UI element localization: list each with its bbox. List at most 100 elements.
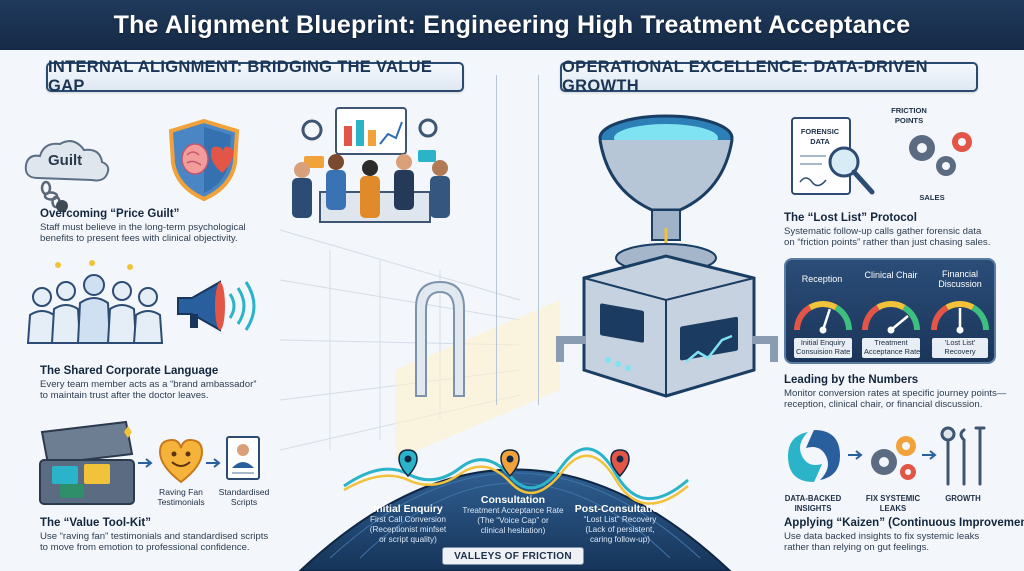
lost-list-line-1: Systematic follow-up calls gather forens… bbox=[784, 226, 982, 237]
data-funnel-machine bbox=[556, 114, 778, 398]
valley-post-consultation-sub-3: caring follow-up) bbox=[589, 535, 651, 544]
sales-label: SALES bbox=[919, 193, 945, 202]
team-meeting-illustration bbox=[292, 107, 450, 223]
gauge-hub bbox=[956, 326, 964, 334]
gears-icon bbox=[909, 132, 972, 176]
lost-list-title: The “Lost List” Protocol bbox=[784, 212, 917, 224]
gauge-dials bbox=[794, 301, 989, 334]
forensic-data-document-icon bbox=[791, 117, 875, 195]
forensic-label-2: DATA bbox=[810, 137, 830, 146]
gauge-arc bbox=[945, 301, 975, 311]
valley-post-consultation-sub-2: (Lack of persistent, bbox=[585, 525, 655, 534]
valley-post-consultation: Post-Consultation “Lost List” Recovery (… bbox=[560, 503, 680, 545]
valley-initial-enquiry-title: Initial Enquiry bbox=[373, 503, 443, 515]
insights-swirl-icon bbox=[788, 430, 840, 482]
internal-alignment-banner: INTERNAL ALIGNMENT: BRIDGING THE VALUE G… bbox=[46, 58, 464, 95]
arrow-right-icon-2 bbox=[206, 458, 221, 468]
gauge-arc bbox=[876, 301, 906, 311]
language-line-2: to maintain trust after the doctor leave… bbox=[40, 390, 209, 401]
header-bar: The Alignment Blueprint: Engineering Hig… bbox=[0, 0, 1024, 50]
dental-tools-icon bbox=[940, 426, 986, 486]
price-guilt-line-2: benefits to present fees with clinical o… bbox=[40, 233, 238, 244]
growth-label: GROWTH bbox=[945, 494, 981, 503]
gauge-reception-head: Reception bbox=[801, 274, 843, 284]
lost-list-line-2: on “friction points” rather than just ch… bbox=[784, 237, 991, 248]
heart-smile-icon bbox=[158, 438, 204, 484]
perspective-grid bbox=[279, 229, 560, 460]
gauge-arc bbox=[834, 304, 852, 331]
shield-brain-heart-icon bbox=[168, 118, 240, 202]
megaphone-icon bbox=[177, 280, 256, 332]
numbers-line-2: reception, clinical chair, or financial … bbox=[784, 399, 983, 410]
forensic-label-1: FORENSIC bbox=[800, 127, 840, 136]
valley-initial-enquiry-sub-3: or script quality) bbox=[379, 535, 437, 544]
friction-points-label-2: POINTS bbox=[894, 116, 924, 125]
gauge-hub bbox=[887, 326, 895, 334]
gauge-clinical-foot-1: Treatment bbox=[862, 338, 920, 349]
conversion-gauges-panel: Reception Clinical Chair Financial Discu… bbox=[784, 258, 996, 364]
friction-points-label-1: FRICTION bbox=[891, 106, 927, 115]
gauge-reception-foot-1: Initial Enquiry bbox=[794, 338, 852, 349]
valleys-of-friction-label: VALLEYS OF FRICTION bbox=[442, 547, 584, 565]
valley-consultation-sub-3: clinical hesitation) bbox=[480, 526, 546, 535]
team-crowd-illustration bbox=[26, 260, 164, 344]
right-divider bbox=[538, 75, 539, 405]
insights-label-1: DATA-BACKED bbox=[784, 494, 842, 503]
scripts-label-2: Scripts bbox=[230, 497, 258, 507]
price-guilt-line-1: Staff must believe in the long-term psyc… bbox=[40, 222, 246, 233]
gauge-reception-foot-2: Consuision Rate bbox=[794, 347, 852, 358]
toolkit-line-2: to move from emotion to professional con… bbox=[40, 542, 250, 553]
testimonials-label-2: Testimonials bbox=[157, 497, 205, 507]
fix-label-2: LEAKS bbox=[879, 504, 907, 513]
gauge-financial-foot-1: 'Lost List' bbox=[932, 338, 988, 349]
price-guilt-title: Overcoming “Price Guilt” bbox=[40, 208, 180, 220]
gauge-arc bbox=[794, 304, 812, 331]
numbers-title: Leading by the Numbers bbox=[784, 374, 919, 386]
arrow-right-icon bbox=[138, 458, 153, 468]
kaizen-line-1: Use data backed insights to fix systemic… bbox=[784, 531, 980, 542]
valley-consultation: Consultation Treatment Acceptance Rate (… bbox=[450, 494, 576, 536]
gauge-clinical-head: Clinical Chair bbox=[864, 270, 918, 280]
kaizen-line-2: rather than relying on gut feelings. bbox=[784, 542, 930, 553]
valley-consultation-title: Consultation bbox=[480, 494, 546, 506]
toolkit-line-1: Use “raving fan” testimonials and standa… bbox=[40, 531, 269, 542]
fix-gears-icon bbox=[871, 436, 916, 480]
guilt-cloud-label: Guilt bbox=[48, 152, 83, 169]
gauge-needle bbox=[821, 308, 831, 331]
toolkit-title: The “Value Tool-Kit” bbox=[40, 517, 151, 529]
valley-consultation-sub-2: (The “Voice Cap” or bbox=[477, 516, 549, 525]
arrow-right-icon-3 bbox=[848, 450, 863, 460]
valleys-of-friction-dome bbox=[298, 447, 732, 571]
gauge-clinical-foot-2: Acceptance Rate bbox=[862, 347, 921, 358]
gauge-arc bbox=[931, 304, 949, 331]
testimonials-label-1: Raving Fan bbox=[159, 487, 203, 497]
gauge-financial-head-1: Financial bbox=[941, 269, 979, 279]
toolbox-icon bbox=[39, 420, 135, 505]
valley-post-consultation-sub-1: “Lost List” Recovery bbox=[583, 515, 657, 524]
left-divider bbox=[496, 75, 497, 405]
arrow-right-icon-4 bbox=[922, 450, 937, 460]
insights-label-2: INSIGHTS bbox=[794, 504, 832, 513]
language-line-1: Every team member acts as a “brand ambas… bbox=[40, 379, 257, 390]
scripts-document-icon bbox=[226, 436, 260, 480]
language-title: The Shared Corporate Language bbox=[40, 365, 219, 377]
gauge-arc bbox=[862, 304, 880, 331]
kaizen-title: Applying “Kaizen” (Continuous Improvemen… bbox=[784, 517, 1024, 529]
gauge-arc bbox=[808, 301, 838, 311]
valley-initial-enquiry-sub-1: First Call Conversion bbox=[370, 515, 446, 524]
gauge-arc bbox=[902, 304, 920, 331]
valley-initial-enquiry-sub-2: (Receptionist minfset bbox=[369, 525, 447, 534]
valley-initial-enquiry: Initial Enquiry First Call Conversion (R… bbox=[348, 503, 468, 545]
gauge-arc bbox=[971, 304, 989, 331]
scripts-label-1: Standardised bbox=[218, 487, 270, 497]
guilt-cloud-icon bbox=[24, 140, 110, 212]
valley-consultation-sub-1: Treatment Acceptance Rate bbox=[462, 506, 564, 515]
gauge-needle bbox=[890, 315, 909, 331]
fix-label-1: FIX SYSTEMIC bbox=[865, 494, 921, 503]
gauge-financial-foot-2: Recovery bbox=[932, 347, 988, 358]
arch-doorway bbox=[415, 280, 465, 397]
operational-excellence-banner: OPERATIONAL EXCELLENCE: DATA-DRIVEN GROW… bbox=[560, 58, 978, 95]
gauge-hub bbox=[819, 326, 827, 334]
numbers-line-1: Monitor conversion rates at specific jou… bbox=[784, 388, 1007, 399]
gauge-financial-head-2: Discussion bbox=[938, 279, 982, 289]
